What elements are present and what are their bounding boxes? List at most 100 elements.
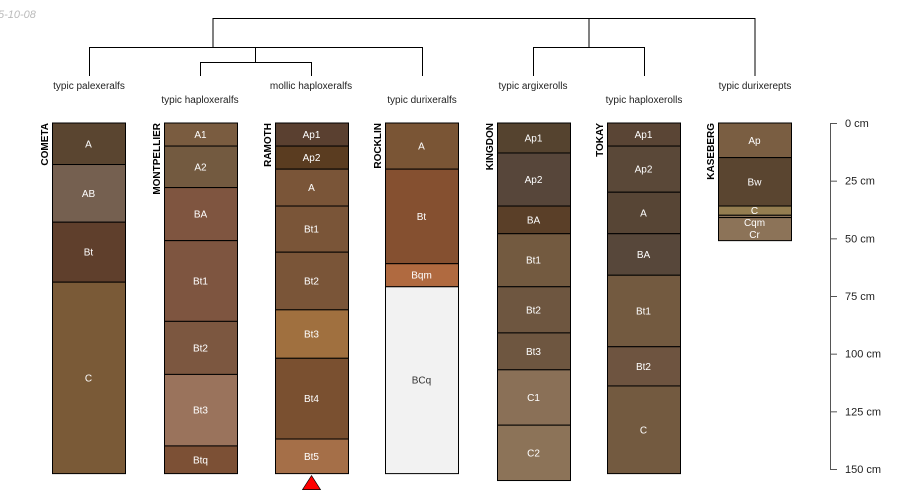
horizon-label: BCq xyxy=(412,376,431,387)
axis-tick-label: 100 cm xyxy=(845,349,881,361)
profile-name: ROCKLIN xyxy=(373,123,384,169)
horizon-label: Bt3 xyxy=(193,406,208,417)
horizon-label: A2 xyxy=(194,162,207,173)
horizon xyxy=(607,233,681,276)
horizon-label: BA xyxy=(194,210,208,221)
soil-profile-cometa: A AB BtC COMETA xyxy=(40,122,126,475)
axis-tick-label: 125 cm xyxy=(845,406,881,418)
horizon-label: Bt xyxy=(84,248,94,259)
horizon-label: Bt1 xyxy=(526,256,541,267)
horizon xyxy=(385,168,459,265)
horizon xyxy=(275,357,349,440)
horizon xyxy=(718,122,792,159)
horizon-label: A xyxy=(640,208,647,219)
profile-name: COMETA xyxy=(40,123,51,166)
profile-name: KINGDON xyxy=(485,123,496,170)
horizon-label: Ap xyxy=(748,136,761,147)
horizon-label: C xyxy=(85,373,92,384)
marker-triangle-icon xyxy=(301,474,322,490)
horizon-label: A xyxy=(85,139,92,150)
horizon-label: Bt2 xyxy=(193,343,208,354)
axis-tick-label: 150 cm xyxy=(845,464,881,476)
horizon-label: Bt xyxy=(417,212,427,223)
horizon-label: Ap1 xyxy=(303,130,321,141)
taxon-label: typic argixerolls xyxy=(499,81,568,92)
horizon-label: Bt2 xyxy=(636,362,651,373)
horizon xyxy=(52,221,126,283)
taxon-label: typic palexeralfs xyxy=(53,81,125,92)
horizon xyxy=(607,385,681,475)
horizon xyxy=(497,233,571,288)
horizon-label: Btq xyxy=(193,455,208,466)
horizon xyxy=(164,373,238,447)
dendrogram xyxy=(89,18,756,76)
horizon-label: C xyxy=(640,425,647,436)
horizon-label: Bt2 xyxy=(526,305,541,316)
horizon xyxy=(164,445,238,475)
horizon-label: Ap1 xyxy=(525,133,543,144)
horizon-label: Ap2 xyxy=(303,153,321,164)
horizon xyxy=(385,286,459,475)
horizon-label: Cr xyxy=(749,230,760,241)
horizon-label: Bqm xyxy=(411,271,432,282)
horizon-label: Ap2 xyxy=(525,175,543,186)
taxon-label: typic haploxeralfs xyxy=(161,95,238,106)
horizon xyxy=(52,122,126,166)
horizon xyxy=(52,164,126,223)
horizon xyxy=(718,217,792,242)
horizon xyxy=(607,274,681,348)
horizon xyxy=(497,424,571,482)
horizon-label: AB xyxy=(82,189,96,200)
horizon xyxy=(497,286,571,334)
taxon-label: typic durixerepts xyxy=(719,81,792,92)
horizon-label: Bt4 xyxy=(304,394,319,405)
horizon-label: Bt2 xyxy=(304,277,319,288)
horizon-label: A1 xyxy=(194,130,207,141)
horizon xyxy=(497,122,571,154)
axis-tick-label: 75 cm xyxy=(845,291,875,303)
horizon-label: BA xyxy=(527,215,541,226)
horizon-label: Bt5 xyxy=(304,452,319,463)
horizon xyxy=(497,369,571,426)
horizon xyxy=(164,240,238,322)
horizon xyxy=(275,251,349,311)
horizon-label: Cqm xyxy=(744,218,765,229)
horizon-label: C xyxy=(751,206,758,217)
horizon-label: Bt3 xyxy=(526,347,541,358)
profile-name: TOKAY xyxy=(595,123,606,157)
horizon xyxy=(52,281,126,475)
horizon-label: A xyxy=(418,142,425,153)
horizon-label: Bw xyxy=(748,177,763,188)
axis-tick-label: 50 cm xyxy=(845,233,875,245)
horizon xyxy=(718,157,792,207)
horizon-label: BA xyxy=(637,250,651,261)
taxon-label: typic durixeralfs xyxy=(387,95,456,106)
horizon-label: C2 xyxy=(527,448,540,459)
horizon-label: Bt1 xyxy=(193,277,208,288)
horizon xyxy=(497,205,571,235)
horizon xyxy=(275,168,349,207)
horizon xyxy=(275,205,349,253)
date-label: 5-10-08 xyxy=(0,9,37,21)
horizon-label: Bt1 xyxy=(636,306,651,317)
taxon-label: typic haploxerolls xyxy=(606,95,683,106)
horizon-label: C1 xyxy=(527,393,540,404)
horizon xyxy=(497,332,571,371)
horizon xyxy=(385,122,459,170)
horizon xyxy=(275,309,349,359)
axis-tick-label: 0 cm xyxy=(845,118,869,130)
profile-name: RAMOTH xyxy=(263,123,274,167)
horizon-label: Ap2 xyxy=(635,165,653,176)
horizon xyxy=(275,438,349,475)
horizon xyxy=(607,346,681,387)
horizon xyxy=(164,320,238,375)
horizon-label: Ap1 xyxy=(635,130,653,141)
